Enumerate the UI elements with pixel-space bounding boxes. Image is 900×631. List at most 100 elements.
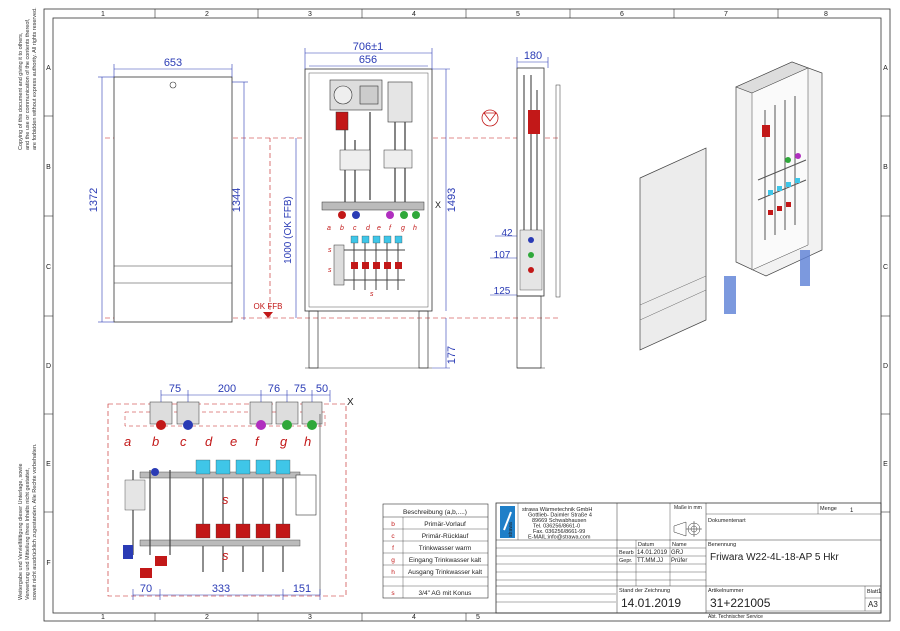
- row-label: A: [883, 65, 888, 72]
- address-line: Fax. 036256/8661-99: [533, 529, 585, 535]
- col-label: 5: [516, 11, 520, 18]
- legend-desc: Ausgang Trinkwasser kalt: [408, 569, 482, 576]
- note-line: Verwertung und Mitteilung ihres Inhalts …: [25, 467, 31, 600]
- s-label: s: [328, 267, 332, 274]
- blatt-label: Blatt: [867, 589, 878, 595]
- manifold-letter: d: [366, 225, 371, 232]
- lock-icon: [169, 81, 177, 89]
- note-line: soweit nicht ausdrücklich zugestanden. A…: [32, 443, 38, 600]
- stand-label: Stand der Zeichnung: [619, 588, 670, 594]
- row-label: A: [46, 65, 51, 72]
- col-label: 3: [308, 614, 312, 621]
- col-label: 8: [824, 11, 828, 18]
- name-label: Name: [672, 542, 687, 548]
- dim-side-125: 125: [494, 286, 511, 297]
- legend-desc: Trinkwasser warm: [419, 545, 472, 552]
- s-label: s: [328, 247, 332, 254]
- row-label: E: [883, 461, 888, 468]
- masse-label: Maße in mm: [674, 505, 702, 511]
- dokumentenart-label: Dokumentenart: [708, 518, 746, 524]
- legend-key: g: [391, 557, 395, 564]
- address-line: 89669 Schwabhausen: [532, 518, 586, 524]
- manifold-letter: f: [389, 225, 392, 232]
- benennung-value: Friwara W22-4L-18-AP 5 Hkr: [710, 552, 839, 563]
- x-mark-main: X: [435, 200, 441, 210]
- valve-red: [338, 211, 346, 219]
- valve-symbol-icon: [481, 109, 499, 127]
- copyright-note-de: Weitergabe und Vervielfältigung dieser U…: [18, 443, 38, 600]
- legend-key: s: [391, 590, 395, 597]
- valve-symbol-triangle: [483, 112, 497, 122]
- address-line: E-MAIL:info@strawa.com: [528, 535, 591, 541]
- col-label: 2: [205, 614, 209, 621]
- inner-frame: [52, 17, 882, 614]
- dim-total-width: 706±1: [353, 41, 384, 53]
- logo-text: strawa: [508, 522, 514, 537]
- column-labels-top: 1 2 3 4 5 6 7 8: [101, 11, 828, 18]
- legend-desc: Primär-Vorlauf: [424, 521, 466, 528]
- note-line: are forbidden without express authority.…: [32, 7, 38, 150]
- manifold-letter: g: [401, 225, 405, 232]
- column-labels-bottom: 1 2 3 4 5: [101, 614, 480, 621]
- legend-key: f: [392, 545, 394, 552]
- benennung-label: Benennung: [708, 542, 736, 548]
- col-label: 3: [308, 11, 312, 18]
- menge-label: Menge: [820, 506, 837, 512]
- manifold-letter: h: [304, 434, 311, 449]
- note-line: and the use or communication of the cont…: [25, 18, 31, 150]
- dim-side-42: 42: [501, 228, 513, 239]
- bearb-date: 14.01.2019: [637, 550, 668, 556]
- manifold-letter: b: [152, 434, 159, 449]
- title-block-grid: [495, 502, 882, 614]
- dim-side-depth: 180: [524, 50, 542, 62]
- legend-key: c: [391, 533, 395, 540]
- note-line: Copying of this document and giving it t…: [18, 32, 24, 150]
- dim-detail-top: 75: [169, 383, 181, 395]
- dim-front-inner-height: 1344: [231, 188, 243, 212]
- isometric-view: [639, 61, 823, 351]
- dim-front-width: 653: [164, 57, 182, 69]
- row-label: E: [46, 461, 51, 468]
- datum-label: Datum: [638, 542, 655, 548]
- valve-blue: [352, 211, 360, 219]
- company-address: strawa Wärmetechnik GmbH Gottlieb- Daiml…: [522, 507, 592, 541]
- row-labels-left: A B C D E F: [46, 65, 51, 567]
- detail-manifold-letters: a b c d e f g h s s: [124, 434, 311, 563]
- dim-detail-bottom: 70: [140, 583, 152, 595]
- manifold-letter: e: [230, 434, 237, 449]
- logo-wave-icon: [503, 511, 512, 531]
- main-manifold-letters: a b c d e f g h s s s: [327, 225, 417, 298]
- valve-green: [400, 211, 408, 219]
- col-label: 7: [724, 11, 728, 18]
- row-label: F: [46, 560, 50, 567]
- side-dim-lines: [490, 57, 549, 296]
- col-label: 4: [412, 614, 416, 621]
- dim-detail-top: 200: [218, 383, 236, 395]
- note-line: Weitergabe und Vervielfältigung dieser U…: [18, 463, 24, 600]
- row-labels-right: A B C D E: [883, 65, 888, 468]
- column-dividers: [44, 9, 890, 621]
- outer-frame: [43, 8, 891, 622]
- manifold-letter: b: [340, 225, 344, 232]
- manifold-letter: h: [413, 225, 417, 232]
- s-label: s: [370, 291, 374, 298]
- copyright-note-en: Copying of this document and giving it t…: [18, 7, 38, 150]
- s-label: s: [222, 492, 229, 507]
- row-label: C: [883, 264, 888, 271]
- valve-green-2: [412, 211, 420, 219]
- abt-label: Abt. Technischer Service: [708, 614, 763, 620]
- detail-dim-lines: [132, 390, 331, 600]
- manifold-letter: c: [353, 225, 357, 232]
- dim-front-height: 1372: [88, 188, 100, 212]
- row-label: D: [46, 363, 51, 370]
- projection-symbol-icon: [673, 521, 702, 537]
- gepr-name: Prüfer: [671, 558, 687, 564]
- gepr-label: Gepr.: [619, 558, 633, 564]
- manifold-letter: g: [280, 434, 288, 449]
- address-line: Gottlieb- Daimler Straße 4: [528, 513, 592, 519]
- dim-main-height: 1493: [446, 188, 458, 212]
- manifold-letter: a: [327, 225, 331, 232]
- legend-texts: Beschreibung (a,b,....) b Primär-Vorlauf…: [391, 509, 482, 597]
- col-label: 2: [205, 11, 209, 18]
